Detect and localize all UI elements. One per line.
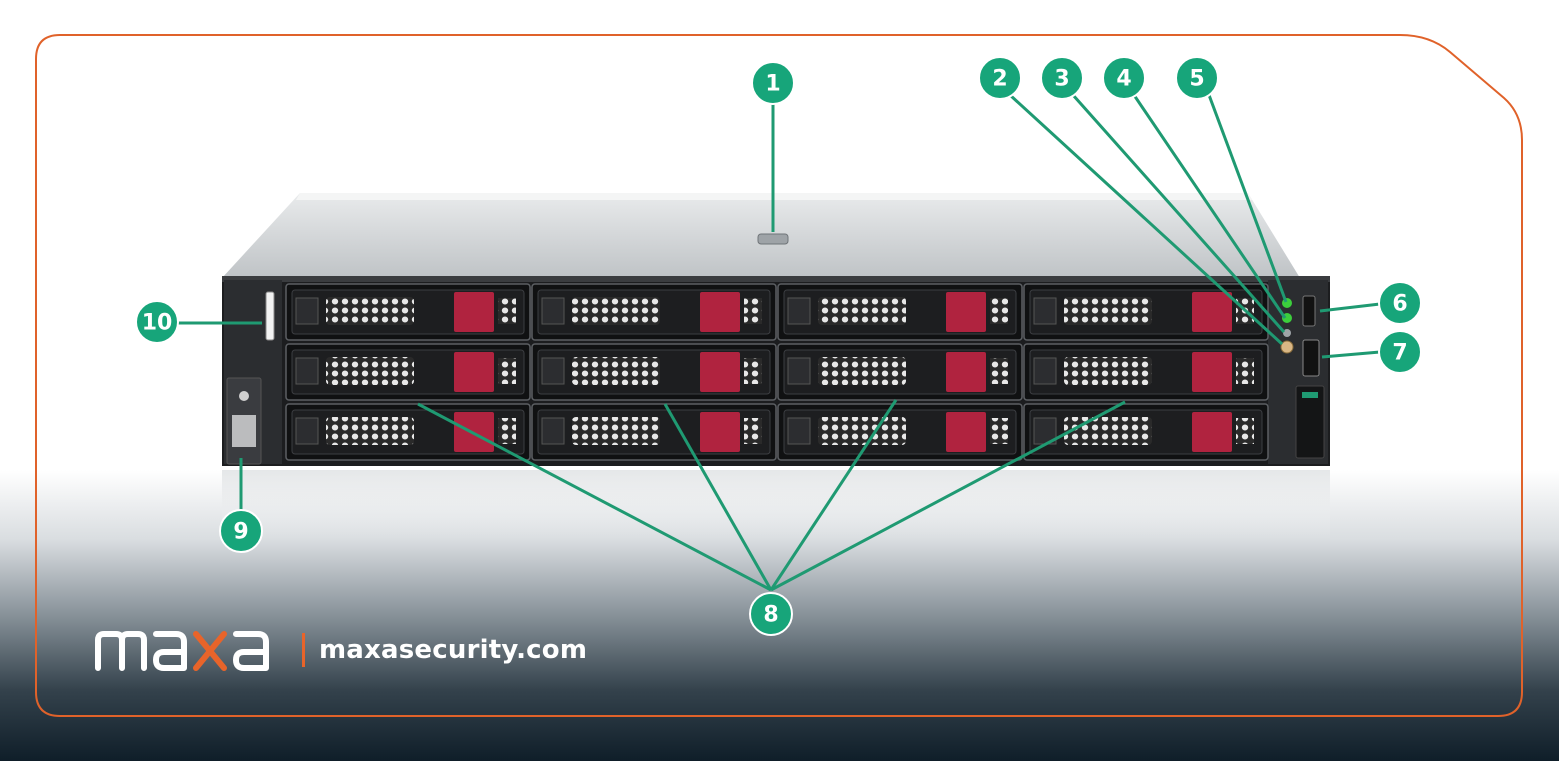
drive-release-latch xyxy=(946,292,986,332)
drive-release-latch xyxy=(946,412,986,452)
leader-line-5 xyxy=(1207,94,1288,303)
maxa-logo xyxy=(95,631,269,671)
drive-bay[interactable] xyxy=(531,403,777,461)
top-cover-latch-icon xyxy=(757,233,789,245)
drive-bay[interactable] xyxy=(1023,283,1269,341)
brand-separator xyxy=(302,633,305,667)
website-link[interactable]: maxasecurity.com xyxy=(319,635,588,665)
leader-line-8b xyxy=(663,403,773,591)
drive-bay[interactable] xyxy=(777,343,1023,401)
callout-number: 2 xyxy=(992,67,1007,92)
drive-release-latch xyxy=(1192,352,1232,392)
callout-number: 6 xyxy=(1392,292,1407,317)
callout-badge-9: 9 xyxy=(219,509,263,553)
drive-bays xyxy=(285,283,1269,461)
leader-line-8c xyxy=(769,399,898,591)
chassis-top-cover xyxy=(222,193,1300,278)
drive-vent-grille xyxy=(1064,297,1152,325)
ilo-service-port xyxy=(1302,339,1320,377)
drive-bay[interactable] xyxy=(531,283,777,341)
drive-bay[interactable] xyxy=(1023,343,1269,401)
drive-vent-grille xyxy=(818,297,906,325)
drive-vent-grille xyxy=(1064,357,1152,385)
drive-vent-grille xyxy=(326,417,414,445)
drive-release-latch xyxy=(700,412,740,452)
drive-release-latch xyxy=(454,292,494,332)
drive-vent-grille xyxy=(326,297,414,325)
drive-vent-grille xyxy=(1064,417,1152,445)
drive-vent-grille xyxy=(572,297,660,325)
power-button-icon xyxy=(239,391,249,401)
callout-badge-5: 5 xyxy=(1175,56,1219,100)
drive-bay[interactable] xyxy=(1023,403,1269,461)
callout-badge-8: 8 xyxy=(749,592,793,636)
callout-number: 8 xyxy=(763,603,778,628)
server-reflection xyxy=(222,470,1330,540)
drive-vent-grille xyxy=(326,357,414,385)
drive-vent-grille xyxy=(572,357,660,385)
serial-label-pull-tab xyxy=(265,291,275,341)
leader-line-2 xyxy=(1008,93,1284,346)
leader-line-8a xyxy=(417,402,772,592)
drive-bay[interactable] xyxy=(777,403,1023,461)
callout-lines xyxy=(178,93,1381,592)
callout-number: 5 xyxy=(1189,67,1204,92)
drive-bay[interactable] xyxy=(777,283,1023,341)
callout-badge-1: 1 xyxy=(751,61,795,105)
drive-bay[interactable] xyxy=(285,343,531,401)
drive-vent-grille xyxy=(572,417,660,445)
drive-release-latch xyxy=(700,352,740,392)
callout-number: 9 xyxy=(233,520,248,545)
drive-release-latch xyxy=(1192,292,1232,332)
power-on-button-icon xyxy=(1280,340,1294,354)
drive-vent-grille xyxy=(818,417,906,445)
drive-bay[interactable] xyxy=(531,343,777,401)
usb-port xyxy=(1302,295,1316,327)
leader-line-6 xyxy=(1319,302,1381,313)
drive-release-latch xyxy=(700,292,740,332)
brand-footer: maxasecurity.com xyxy=(92,628,587,672)
drive-release-latch xyxy=(1192,412,1232,452)
callout-badge-7: 7 xyxy=(1378,330,1422,374)
callout-number: 3 xyxy=(1054,67,1069,92)
callout-badge-6: 6 xyxy=(1378,281,1422,325)
callout-badges: 1 2 3 4 5 6 7 8 9 10 xyxy=(135,56,1422,636)
product-label xyxy=(1295,385,1325,459)
callout-number: 1 xyxy=(765,72,780,97)
callout-number: 10 xyxy=(142,311,173,336)
leader-line-4 xyxy=(1132,94,1287,319)
leader-line-3 xyxy=(1071,94,1286,333)
drive-release-latch xyxy=(454,352,494,392)
callout-badge-2: 2 xyxy=(978,56,1022,100)
drive-bay[interactable] xyxy=(285,283,531,341)
leader-line-8d xyxy=(770,400,1126,592)
drive-bay[interactable] xyxy=(285,403,531,461)
leader-line-7 xyxy=(1321,350,1381,359)
callout-badge-4: 4 xyxy=(1102,56,1146,100)
callout-number: 7 xyxy=(1392,341,1407,366)
callout-number: 4 xyxy=(1116,67,1131,92)
callout-badge-10: 10 xyxy=(135,300,179,344)
drive-release-latch xyxy=(946,352,986,392)
callout-badge-3: 3 xyxy=(1040,56,1084,100)
drive-vent-grille xyxy=(818,357,906,385)
